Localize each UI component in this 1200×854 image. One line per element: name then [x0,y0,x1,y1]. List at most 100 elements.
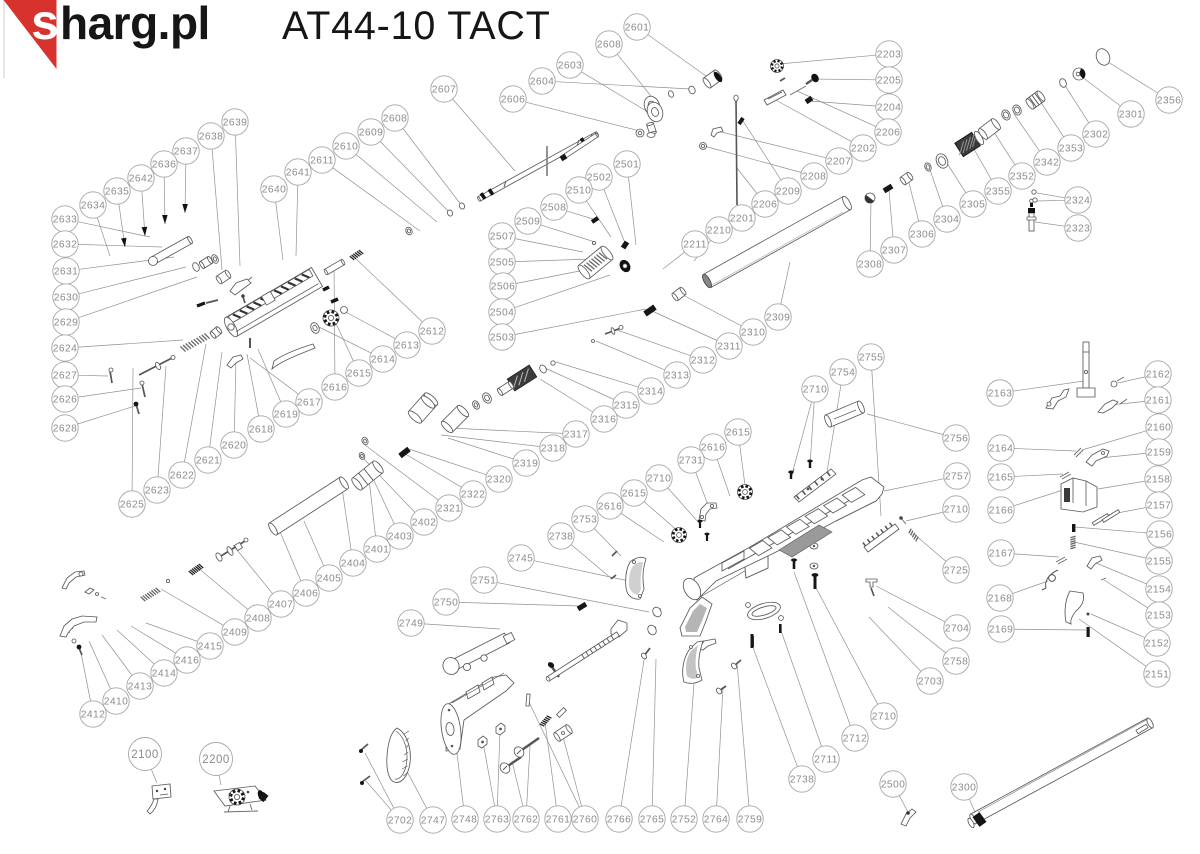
svg-text:2754: 2754 [831,368,856,379]
svg-text:2630: 2630 [54,293,79,304]
svg-text:2752: 2752 [672,815,697,826]
svg-text:2747: 2747 [421,816,446,827]
svg-text:2748: 2748 [453,815,478,826]
svg-text:2631: 2631 [54,267,79,278]
svg-text:2313: 2313 [665,371,690,382]
svg-text:2166: 2166 [989,506,1014,517]
svg-text:2506: 2506 [491,282,516,293]
svg-text:2410: 2410 [104,697,129,708]
svg-text:2163: 2163 [988,389,1013,400]
svg-text:2628: 2628 [53,424,78,435]
svg-text:2155: 2155 [1147,557,1172,568]
svg-text:2609: 2609 [359,128,384,139]
svg-text:2703: 2703 [918,677,943,688]
svg-text:2310: 2310 [741,328,766,339]
svg-text:2304: 2304 [935,215,960,226]
svg-text:2640: 2640 [262,185,287,196]
svg-text:2355: 2355 [986,187,1011,198]
svg-text:2615: 2615 [347,369,372,380]
svg-text:2710: 2710 [944,505,969,516]
svg-text:2201: 2201 [730,214,755,225]
svg-text:2161: 2161 [1146,396,1171,407]
svg-text:2619: 2619 [274,410,299,421]
svg-text:2710: 2710 [803,385,828,396]
svg-text:2509: 2509 [516,217,541,228]
svg-text:2168: 2168 [988,594,1013,605]
svg-text:2412: 2412 [81,710,106,721]
svg-text:2162: 2162 [1146,370,1171,381]
svg-text:2749: 2749 [399,619,424,630]
svg-text:2608: 2608 [597,40,622,51]
svg-text:2756: 2756 [944,434,969,445]
svg-text:2639: 2639 [223,118,248,129]
svg-text:2642: 2642 [129,174,154,185]
svg-text:2167: 2167 [989,549,1014,560]
svg-text:2731: 2731 [679,456,704,467]
svg-text:2300: 2300 [952,783,977,794]
svg-text:2322: 2322 [461,490,486,501]
svg-text:2610: 2610 [334,142,359,153]
svg-text:2302: 2302 [1084,130,1109,141]
svg-text:2608: 2608 [383,114,408,125]
svg-text:2625: 2625 [120,500,145,511]
svg-text:2205: 2205 [877,76,902,87]
svg-text:2211: 2211 [683,240,707,251]
svg-text:2316: 2316 [592,415,617,426]
svg-text:2164: 2164 [989,444,1014,455]
svg-text:2319: 2319 [514,459,539,470]
svg-text:2750: 2750 [434,598,459,609]
svg-text:2305: 2305 [961,200,986,211]
svg-text:2202: 2202 [851,144,876,155]
svg-text:2755: 2755 [859,353,884,364]
svg-text:2638: 2638 [199,132,224,143]
svg-text:2504: 2504 [490,308,515,319]
svg-text:2151: 2151 [1145,670,1170,681]
svg-text:2711: 2711 [814,755,838,766]
svg-text:2760: 2760 [573,815,598,826]
svg-text:2414: 2414 [152,669,177,680]
svg-text:2763: 2763 [485,815,510,826]
svg-text:2157: 2157 [1147,501,1172,512]
svg-text:2306: 2306 [910,230,935,241]
svg-text:2507: 2507 [490,232,515,243]
svg-text:2152: 2152 [1145,639,1170,650]
svg-text:2203: 2203 [877,50,902,61]
svg-text:2759: 2759 [738,815,763,826]
svg-text:2637: 2637 [174,147,199,158]
svg-text:2758: 2758 [944,657,969,668]
svg-text:s: s [31,0,59,50]
svg-text:2626: 2626 [53,395,78,406]
svg-text:2601: 2601 [625,23,650,34]
svg-text:2308: 2308 [858,260,883,271]
svg-text:2618: 2618 [249,425,274,436]
svg-text:2725: 2725 [944,566,969,577]
svg-text:2613: 2613 [395,341,420,352]
svg-text:2160: 2160 [1147,423,1172,434]
svg-text:2204: 2204 [877,103,902,114]
svg-text:2738: 2738 [790,775,815,786]
svg-text:2505: 2505 [490,258,515,269]
svg-text:2153: 2153 [1147,611,1172,622]
svg-text:2402: 2402 [412,518,437,529]
svg-text:2615: 2615 [622,489,647,500]
svg-text:2603: 2603 [558,61,583,72]
svg-text:2320: 2320 [487,475,512,486]
svg-text:2764: 2764 [704,815,729,826]
svg-text:2321: 2321 [437,504,462,515]
svg-text:2356: 2356 [1157,96,1182,107]
svg-text:2753: 2753 [573,515,598,526]
svg-text:2621: 2621 [196,456,221,467]
svg-text:2611: 2611 [310,156,334,167]
svg-text:2311: 2311 [717,342,741,353]
svg-text:2762: 2762 [514,815,539,826]
svg-text:2617: 2617 [297,398,322,409]
svg-text:2401: 2401 [365,545,390,556]
svg-text:2409: 2409 [223,628,248,639]
svg-text:2165: 2165 [989,473,1014,484]
svg-text:2627: 2627 [53,371,78,382]
svg-text:2100: 2100 [131,749,159,761]
svg-text:2502: 2502 [587,173,612,184]
svg-text:2751: 2751 [472,576,497,587]
svg-text:2353: 2353 [1059,144,1084,155]
svg-text:2622: 2622 [170,471,195,482]
